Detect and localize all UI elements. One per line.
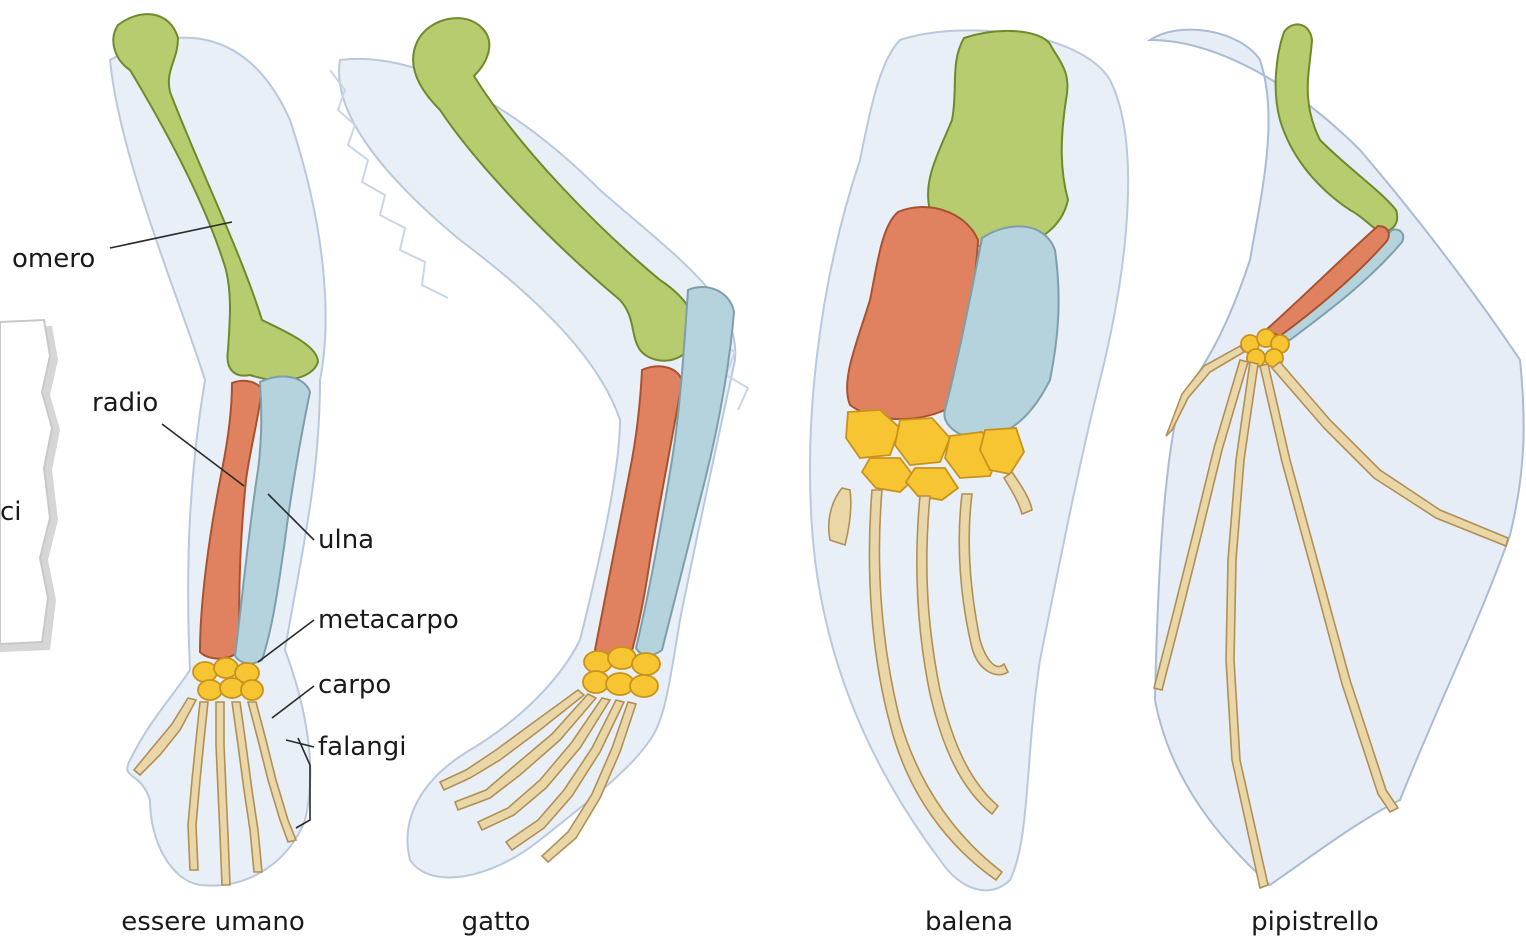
- bat-wing: [1150, 24, 1524, 888]
- human-carpals: [193, 658, 263, 700]
- captions: essere umano gatto balena pipistrello: [121, 907, 1379, 937]
- whale-flipper: [810, 30, 1128, 890]
- label-ulna: ulna: [318, 525, 374, 555]
- note-cut-text: ci: [0, 497, 22, 527]
- label-metacarpus: metacarpo: [318, 605, 459, 635]
- human-arm: [110, 14, 326, 885]
- label-phalanges: falangi: [318, 732, 406, 762]
- torn-paper-note: ci: [0, 320, 60, 652]
- caption-bat: pipistrello: [1251, 907, 1379, 937]
- caption-cat: gatto: [462, 907, 531, 937]
- label-radius: radio: [92, 388, 158, 418]
- label-humerus: omero: [12, 244, 95, 274]
- caption-whale: balena: [925, 907, 1013, 937]
- caption-human: essere umano: [121, 907, 305, 937]
- label-carpus: carpo: [318, 670, 391, 700]
